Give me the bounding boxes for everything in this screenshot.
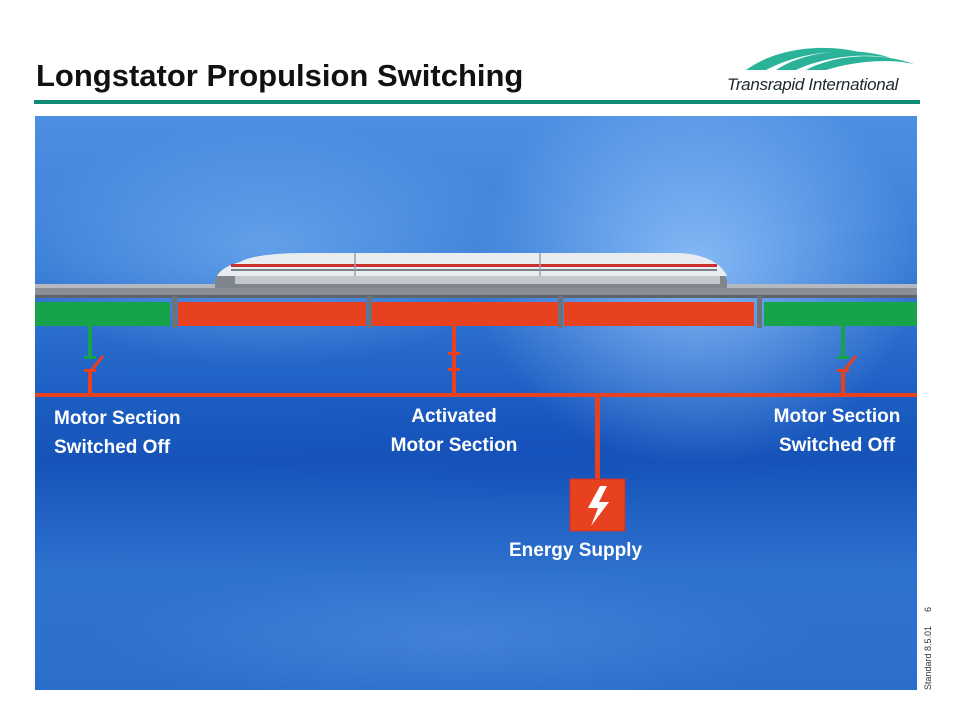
- title-divider: [34, 100, 920, 104]
- switch-right-icon: [837, 326, 858, 393]
- feeder-bus: [35, 393, 917, 397]
- switch-left-icon: [84, 326, 105, 393]
- label-activated-section: Activated Motor Section: [390, 406, 518, 456]
- motor-section-left-off: [35, 302, 170, 326]
- maglev-train-icon: [215, 253, 727, 288]
- lightning-icon: [569, 478, 626, 532]
- transrapid-logo-icon: [746, 47, 914, 70]
- supply-feeder: [595, 397, 600, 479]
- footer-standard: Standard 8.5.01: [923, 625, 933, 690]
- footer-note: Standard 8.5.01 6: [923, 607, 933, 690]
- label-left-switched-off: Motor Section Switched Off: [54, 408, 181, 458]
- motor-section-active-1: [178, 302, 366, 326]
- logo-text: Transrapid International: [727, 75, 899, 94]
- motor-section-right-off: [764, 302, 917, 326]
- label-right-switched-off: Motor Section Switched Off: [773, 406, 901, 456]
- feeder-center: [452, 326, 456, 393]
- motor-section-active-3: [564, 302, 754, 326]
- diagram-panel: Motor Section Switched Off Activated Mot…: [35, 116, 917, 690]
- page-title: Longstator Propulsion Switching: [36, 58, 524, 93]
- label-energy-supply: Energy Supply: [509, 540, 643, 561]
- motor-section-active-2: [372, 302, 558, 326]
- page-number: 6: [923, 606, 933, 612]
